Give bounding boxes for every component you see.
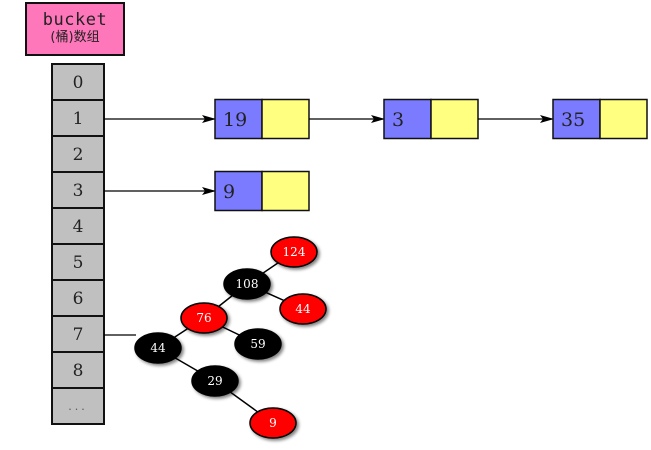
tree-node-red: 76: [180, 302, 228, 334]
tree-node-label: 44: [295, 302, 311, 316]
bucket-array: 0 1 2 3 4 5 6 7 8 ...: [51, 63, 105, 425]
node-next-box: [261, 98, 310, 140]
tree-node-label: 29: [207, 374, 222, 388]
list-node: 9: [214, 170, 310, 212]
tree-node-ellipse: [180, 302, 228, 334]
tree-node-red: 44: [279, 293, 327, 325]
tree-node-label: 124: [283, 245, 306, 259]
bucket-cell: 1: [51, 99, 105, 137]
bucket-label-chinese: (桶)数组: [50, 30, 100, 45]
tree-node-ellipse: [234, 328, 282, 360]
tree-node-label: 59: [250, 337, 265, 351]
tree-node-black: 59: [234, 328, 282, 360]
tree-node-ellipse: [134, 332, 182, 364]
node-key-label: 3: [392, 109, 404, 131]
tree-node-ellipse: [270, 236, 318, 268]
bucket-cell: 8: [51, 351, 105, 389]
tree-node-red: 124: [270, 236, 318, 268]
tree-node-ellipse: [279, 293, 327, 325]
list-node: 3: [383, 98, 479, 140]
tree-node-label: 44: [150, 341, 166, 355]
node-key-box: [552, 98, 601, 140]
node-next-box: [430, 98, 479, 140]
node-key-label: 9: [223, 181, 235, 203]
bucket-label-english: bucket: [42, 10, 108, 30]
linked-lists: 19 3 35 9: [104, 98, 648, 212]
tree-node-black: 108: [223, 268, 271, 300]
tree-node-ellipse: [223, 268, 271, 300]
bucket-cell: 5: [51, 243, 105, 281]
tree-node-ellipse: [191, 365, 239, 397]
node-key-label: 19: [223, 109, 247, 131]
list-node: 35: [552, 98, 648, 140]
red-black-tree: 44 76 29 108 59 9 124 44: [104, 236, 327, 439]
tree-node-red: 9: [249, 407, 297, 439]
tree-node-label: 9: [269, 416, 277, 430]
bucket-array-label: bucket (桶)数组: [25, 2, 125, 56]
node-key-label: 35: [561, 109, 585, 131]
node-key-box: [214, 170, 263, 212]
tree-node-ellipse: [249, 407, 297, 439]
node-next-box: [261, 170, 310, 212]
tree-node-black: 44: [134, 332, 182, 364]
list-node: 19: [214, 98, 310, 140]
bucket-cell: 0: [51, 63, 105, 101]
node-next-box: [599, 98, 648, 140]
tree-node-label: 76: [196, 311, 211, 325]
tree-node-black: 29: [191, 365, 239, 397]
bucket-cell-ellipsis: ...: [51, 387, 105, 425]
tree-node-label: 108: [236, 277, 259, 291]
